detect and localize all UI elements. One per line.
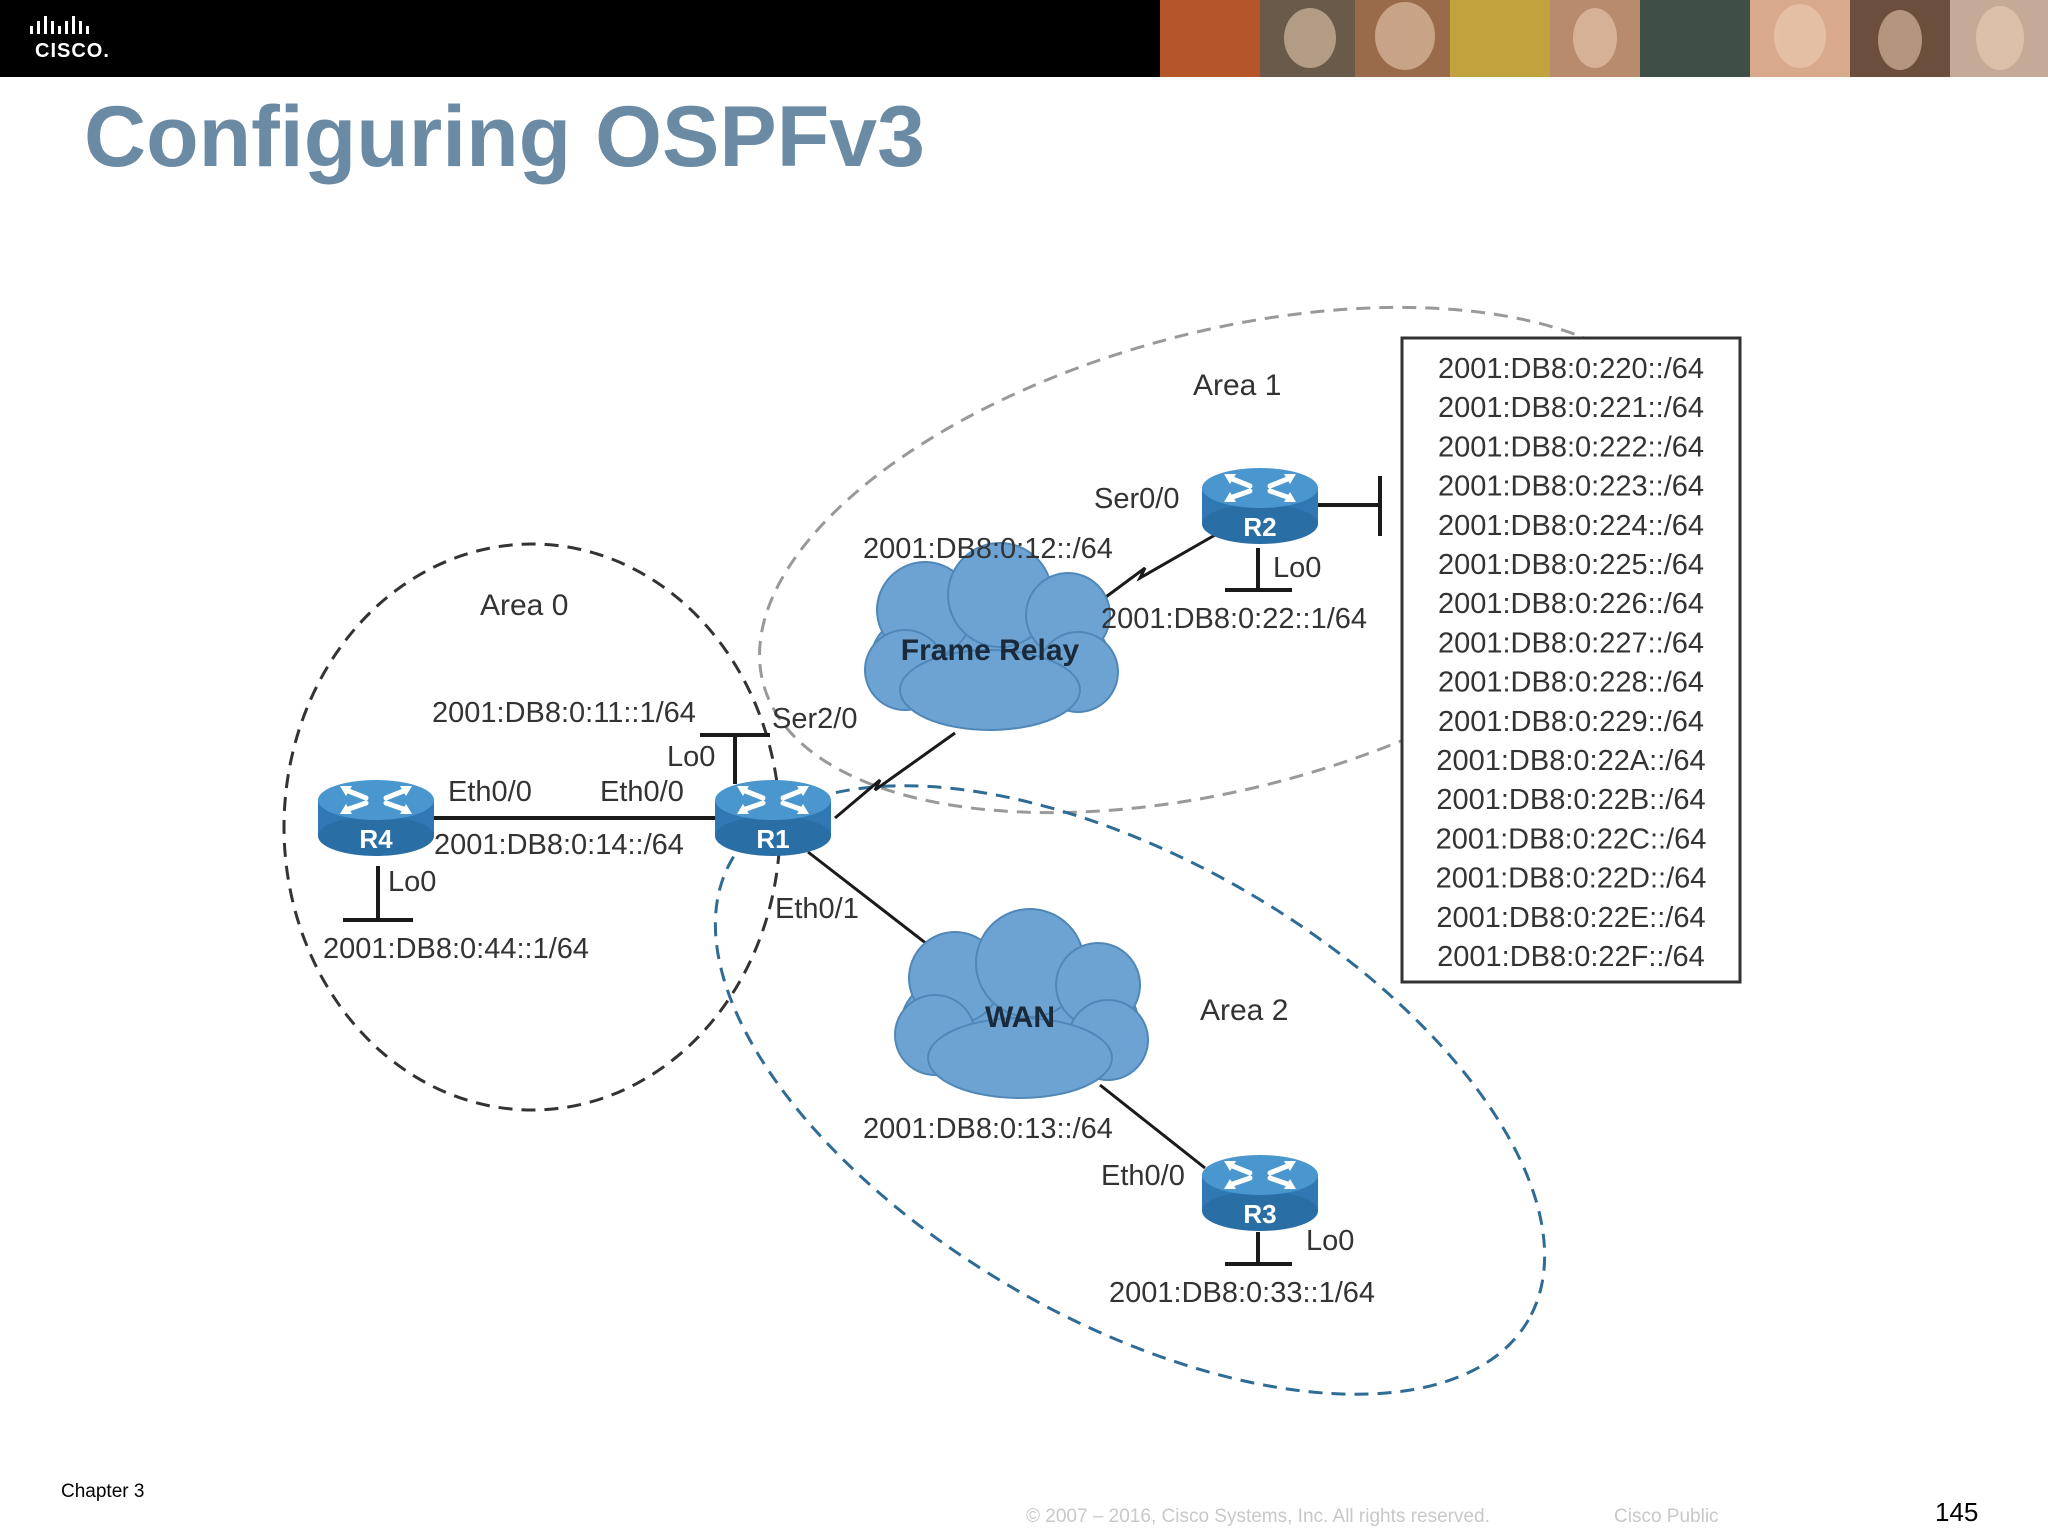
person-photo-4: [1450, 0, 1550, 77]
prefix-list: 2001:DB8:0:220::/642001:DB8:0:221::/6420…: [1436, 353, 1707, 973]
r3-lo0-address: 2001:DB8:0:33::1/64: [1109, 1277, 1375, 1309]
r3-lo0-label: Lo0: [1306, 1225, 1354, 1257]
r1-ser-label: Ser2/0: [772, 703, 857, 735]
link-wan-r3: [1099, 1083, 1206, 1170]
prefix-entry: 2001:DB8:0:22C::/64: [1436, 823, 1707, 855]
chapter-label: Chapter 3: [61, 1481, 145, 1502]
prefix-entry: 2001:DB8:0:224::/64: [1438, 510, 1704, 542]
r1-eth1-label: Eth0/1: [775, 893, 859, 925]
r2-ser-label: Ser0/0: [1094, 483, 1179, 515]
prefix-entry: 2001:DB8:0:22B::/64: [1436, 784, 1705, 816]
prefix-entry: 2001:DB8:0:22F::/64: [1437, 941, 1705, 973]
r4-lo0-address: 2001:DB8:0:44::1/64: [323, 933, 589, 965]
r4-eth-label: Eth0/0: [448, 776, 532, 808]
r3-eth-label: Eth0/0: [1101, 1160, 1185, 1192]
prefix-entry: 2001:DB8:0:22E::/64: [1436, 902, 1705, 934]
area2-label: Area 2: [1200, 994, 1288, 1027]
link-r1-wan: [807, 850, 946, 960]
prefix-entry: 2001:DB8:0:228::/64: [1438, 667, 1704, 699]
header-bar: CISCO.: [0, 0, 2048, 77]
cisco-logo-icon: [30, 16, 89, 34]
r1-lo0-address: 2001:DB8:0:11::1/64: [432, 697, 696, 729]
wan-network: 2001:DB8:0:13::/64: [863, 1113, 1113, 1145]
r4-lo0-label: Lo0: [388, 866, 436, 898]
frame-relay-cloud-icon: [864, 542, 1119, 731]
prefix-entry: 2001:DB8:0:22A::/64: [1436, 745, 1705, 777]
r1-lo0-label: Lo0: [667, 741, 715, 773]
wan-label: WAN: [985, 1001, 1055, 1034]
router-r1-label: R1: [756, 824, 789, 854]
prefix-entry: 2001:DB8:0:22D::/64: [1436, 863, 1707, 895]
prefix-entry: 2001:DB8:0:222::/64: [1438, 431, 1704, 463]
area1-label: Area 1: [1193, 369, 1281, 402]
person-photo-1: [1160, 0, 1260, 77]
page-number: 145: [1935, 1497, 1979, 1527]
classification-label: Cisco Public: [1614, 1506, 1719, 1527]
router-r3-label: R3: [1243, 1199, 1276, 1229]
link-r1-framerelay: [834, 731, 956, 820]
prefix-entry: 2001:DB8:0:229::/64: [1438, 706, 1704, 738]
router-r2-label: R2: [1243, 512, 1276, 542]
prefix-entry: 2001:DB8:0:227::/64: [1438, 627, 1704, 659]
photo-strip: [1160, 0, 2048, 77]
link-framerelay-r2: [1094, 533, 1216, 607]
slide-title: Configuring OSPFv3: [84, 89, 925, 185]
prefix-entry: 2001:DB8:0:221::/64: [1438, 392, 1704, 424]
r1-r4-network: 2001:DB8:0:14::/64: [434, 829, 684, 861]
r2-lo0-label: Lo0: [1273, 552, 1321, 584]
prefix-entry: 2001:DB8:0:220::/64: [1438, 353, 1704, 385]
logo-wordmark: CISCO.: [35, 40, 110, 62]
frame-relay-label: Frame Relay: [901, 634, 1080, 667]
frame-relay-network: 2001:DB8:0:12::/64: [863, 533, 1113, 565]
prefix-list-box: [1400, 336, 1742, 984]
area0-label: Area 0: [480, 589, 568, 622]
prefix-entry: 2001:DB8:0:223::/64: [1438, 471, 1704, 503]
copyright-notice: © 2007 – 2016, Cisco Systems, Inc. All r…: [1026, 1506, 1490, 1527]
prefix-entry: 2001:DB8:0:226::/64: [1438, 588, 1704, 620]
wan-cloud-icon: [894, 908, 1149, 1099]
router-r4-label: R4: [359, 824, 393, 854]
r1-eth0-label: Eth0/0: [600, 776, 684, 808]
r2-lo0-address: 2001:DB8:0:22::1/64: [1101, 603, 1367, 635]
prefix-entry: 2001:DB8:0:225::/64: [1438, 549, 1704, 581]
person-photo-6: [1640, 0, 1750, 77]
area2-boundary: [713, 784, 1547, 1396]
